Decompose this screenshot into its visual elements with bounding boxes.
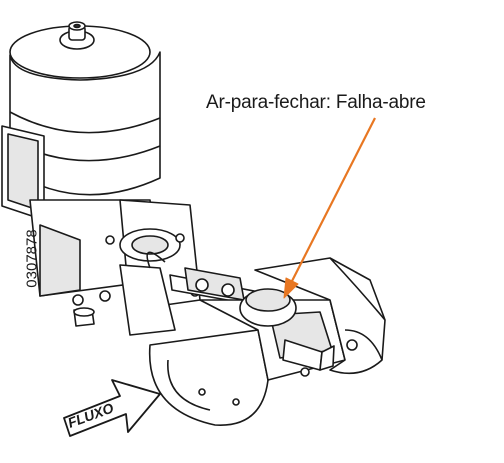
callout-label: Ar-para-fechar: Falha-abre bbox=[206, 92, 426, 113]
flow-arrow: FLUXO bbox=[63, 379, 161, 437]
callout-arrow bbox=[283, 117, 376, 299]
figure-id: 0307878 bbox=[23, 229, 41, 288]
valve-body bbox=[148, 257, 386, 426]
